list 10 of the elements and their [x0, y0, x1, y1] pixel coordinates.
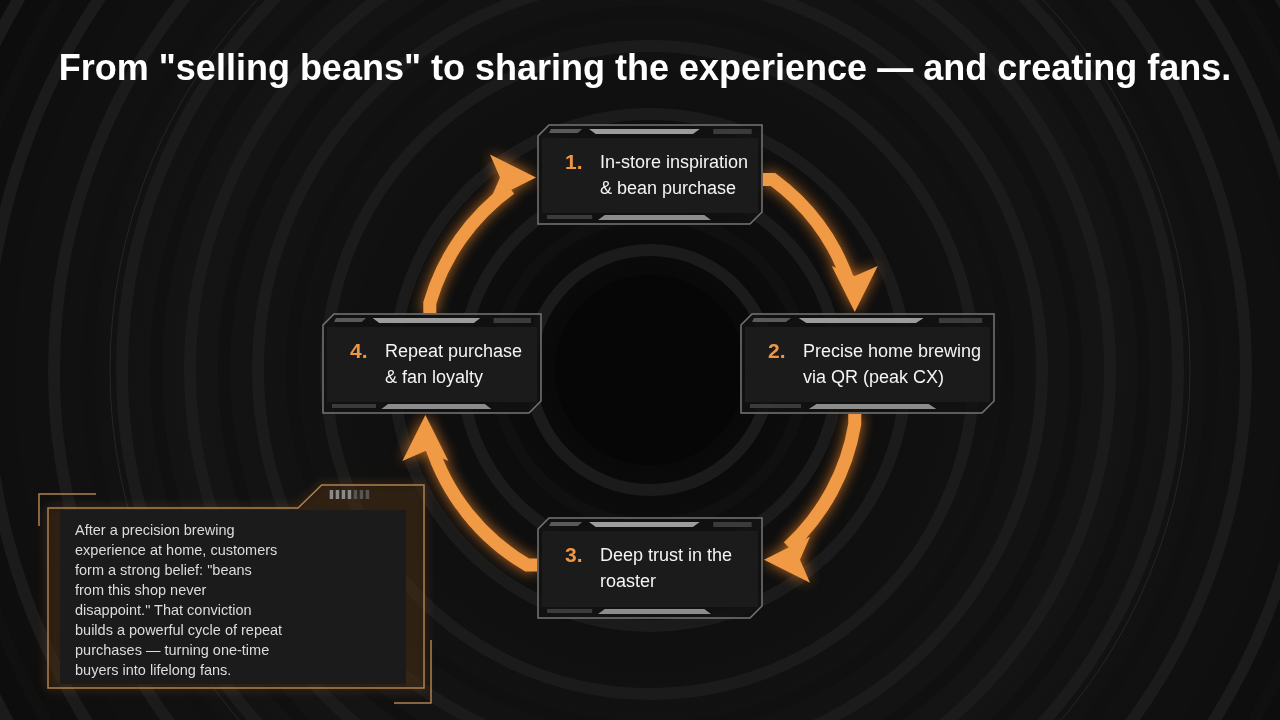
step-label: Deep trust in the roaster	[600, 544, 734, 593]
title: From "selling beans" to sharing the experience — and creating fans.	[57, 46, 1233, 90]
step-number: 3.	[565, 542, 584, 568]
step-number: 1.	[565, 148, 584, 175]
note-text: After a precision brewing experience at home, customers form a strong belief: "beans from this shop never disappoint." That conviction builds a powerful cycle of repeat purchases — turning one-time buyers into lifelong fans.	[75, 521, 283, 680]
step-label: Precise home brewing via QR (peak CX)	[803, 339, 983, 389]
step-number: 2.	[768, 337, 787, 364]
step-label: Repeat purchase & fan loyalty	[385, 339, 524, 389]
step-number: 4.	[350, 337, 369, 364]
step-label: In-store inspiration & bean purchase	[600, 150, 750, 200]
